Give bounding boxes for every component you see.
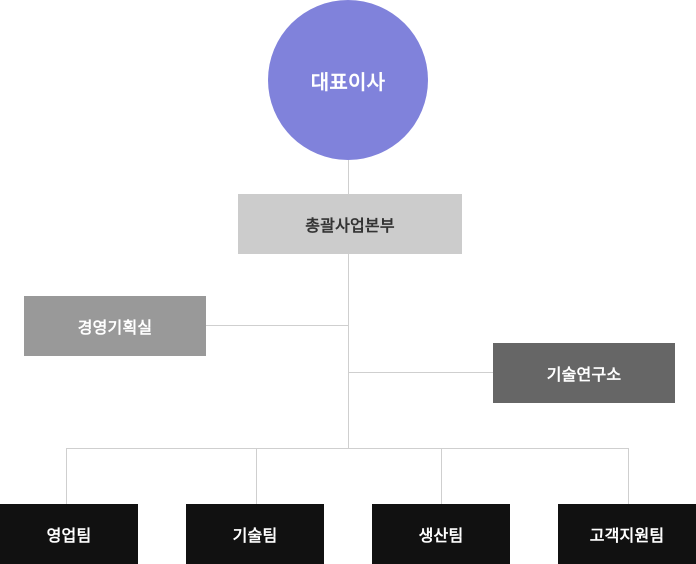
connector-ceo-to-hq — [348, 160, 349, 194]
connector-to-team-tech — [256, 448, 257, 504]
research-lab-label: 기술연구소 — [546, 365, 622, 384]
connector-to-research-lab — [348, 372, 493, 373]
team-node-tech: 기술팀 — [186, 504, 324, 564]
team-label: 고객지원팀 — [589, 526, 665, 545]
connector-to-team-production — [441, 448, 442, 504]
planning-office-label: 경영기획실 — [77, 318, 153, 337]
planning-office-node: 경영기획실 — [24, 296, 206, 356]
connector-to-team-sales — [66, 448, 67, 504]
connector-to-planning-office — [206, 325, 348, 326]
team-label: 영업팀 — [46, 526, 92, 545]
connector-main-trunk — [348, 254, 349, 448]
team-node-customer-support: 고객지원팀 — [558, 504, 696, 564]
team-node-sales: 영업팀 — [0, 504, 138, 564]
ceo-label: 대표이사 — [310, 69, 386, 94]
research-lab-node: 기술연구소 — [493, 343, 675, 403]
team-label: 생산팀 — [418, 526, 464, 545]
ceo-node: 대표이사 — [268, 0, 428, 160]
connector-team-bus — [66, 448, 629, 449]
headquarters-node: 총괄사업본부 — [238, 194, 462, 254]
headquarters-label: 총괄사업본부 — [305, 216, 395, 235]
team-label: 기술팀 — [232, 526, 278, 545]
connector-to-team-support — [628, 448, 629, 504]
team-node-production: 생산팀 — [372, 504, 510, 564]
